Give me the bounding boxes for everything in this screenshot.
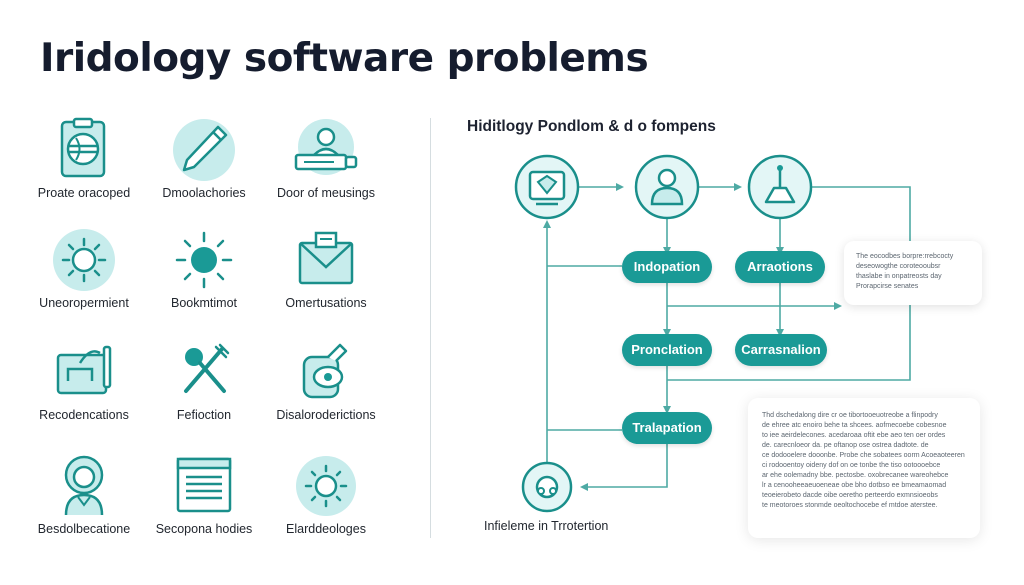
sun-gear-icon — [53, 229, 115, 291]
node-pronclation[interactable]: Pronclation — [622, 334, 712, 366]
grid-item[interactable]: Elarddeologes — [256, 453, 396, 536]
note-card-top: The eocodbes borpre:rrebcocty deseowogth… — [844, 241, 982, 305]
bottom-node-label: Infieleme in Trrotertion — [484, 519, 609, 533]
note-card-bottom: Thd dschedalong dire cr oe tibortooeuotr… — [748, 398, 980, 538]
iris-icon — [535, 475, 559, 499]
grid-item-label: Disaloroderictions — [276, 408, 376, 422]
person-avatar-icon — [64, 455, 104, 516]
note-line: thaslabe in onpatreosts day — [856, 273, 942, 280]
note-line: lr a cenooheeaeuoeneae obe bho dotbso ee… — [762, 482, 947, 489]
flow-node-user — [634, 154, 700, 220]
note-line: Prorapcirse senates — [856, 283, 919, 290]
monitor-eye-icon — [528, 170, 566, 206]
note-line: to iee aeirdelecones. acedaroaa oftit eb… — [762, 432, 946, 439]
note-line: teoeierobeto dacde oibe oeretho perteerd… — [762, 492, 938, 499]
node-tralapation[interactable]: Tralapation — [622, 412, 712, 444]
grid-item[interactable]: Bookmtimot — [134, 227, 274, 310]
monitor-chart-icon — [56, 345, 112, 395]
grid-item-label: Uneoropermient — [39, 296, 129, 310]
flow-node-start — [514, 154, 580, 220]
grid-item[interactable]: Besdolbecatione — [14, 453, 154, 536]
hand-eye-icon — [302, 343, 348, 399]
grid-item[interactable]: Omertusations — [256, 227, 396, 310]
note-line: ce dodooelere dooonbe. Probe che sobatee… — [762, 452, 965, 459]
grid-item[interactable]: Disaloroderictions — [256, 339, 396, 422]
grid-item-label: Fefioction — [176, 408, 232, 422]
browser-window-icon — [176, 457, 232, 513]
node-indopation[interactable]: Indopation — [622, 251, 712, 283]
note-line: deseowogthe coroteooubsr — [856, 263, 941, 270]
note-line: de ehree atc enoiro behe ta shcees. aofm… — [762, 422, 947, 429]
flow-node-end — [521, 461, 573, 513]
flow-node-tool — [747, 154, 813, 220]
envelope-icon — [298, 231, 354, 285]
grid-item[interactable]: Door of meusings — [256, 117, 396, 200]
note-line: te meotoroes stonmde oeoltochocebe ef mt… — [762, 502, 938, 509]
clipboard-eye-icon — [60, 117, 106, 178]
note-line: ar ehe oolemadny bbe. pectosbe. oxobreca… — [762, 472, 949, 479]
person-icon — [650, 168, 684, 206]
sun-circle-icon — [296, 456, 356, 516]
grid-item-label: Proate oracoped — [37, 186, 131, 200]
diagram-title: Hiditlogy Pondlom & d o fompens — [467, 118, 716, 135]
grid-item-label: Omertusations — [285, 296, 367, 310]
section-divider — [430, 118, 431, 538]
grid-item[interactable]: Fefioction — [134, 339, 274, 422]
note-line: The eocodbes borpre:rrebcocty — [856, 253, 954, 260]
grid-item-label: Besdolbecatione — [37, 522, 131, 536]
note-line: de. carecnloeor da. pe oftanop ose ostre… — [762, 442, 929, 449]
grid-item[interactable]: Uneoropermient — [14, 227, 154, 310]
grid-item[interactable]: Secopona hodies — [134, 453, 274, 536]
grid-item[interactable]: Proate oracoped — [14, 117, 154, 200]
grid-item[interactable]: Dmoolachories — [134, 117, 274, 200]
grid-item-label: Bookmtimot — [171, 296, 237, 310]
sun-icon — [175, 231, 233, 289]
hand-tool-icon — [764, 165, 796, 204]
note-line: ci rodooentoy oideny dof on oe tonbe the… — [762, 462, 941, 469]
note-line: Thd dschedalong dire cr oe tibortooeuotr… — [762, 412, 938, 419]
node-carrasnalion[interactable]: Carrasnalion — [735, 334, 827, 366]
grid-item[interactable]: Recodencations — [14, 339, 154, 422]
grid-item-label: Secopona hodies — [155, 522, 253, 536]
connector-line — [580, 443, 668, 491]
node-arraotions[interactable]: Arraotions — [735, 251, 825, 283]
grid-item-label: Elarddeologes — [286, 522, 366, 536]
grid-item-label: Recodencations — [39, 408, 129, 422]
page-title: Iridology software problems — [40, 36, 649, 81]
grid-item-label: Dmoolachories — [162, 186, 246, 200]
crossed-tools-icon — [184, 343, 230, 393]
pencil-icon — [173, 119, 235, 181]
icon-grid: Proate oracoped Dmoolachories Door of me… — [0, 0, 430, 585]
person-desk-icon — [294, 119, 358, 175]
grid-item-label: Door of meusings — [277, 186, 375, 200]
